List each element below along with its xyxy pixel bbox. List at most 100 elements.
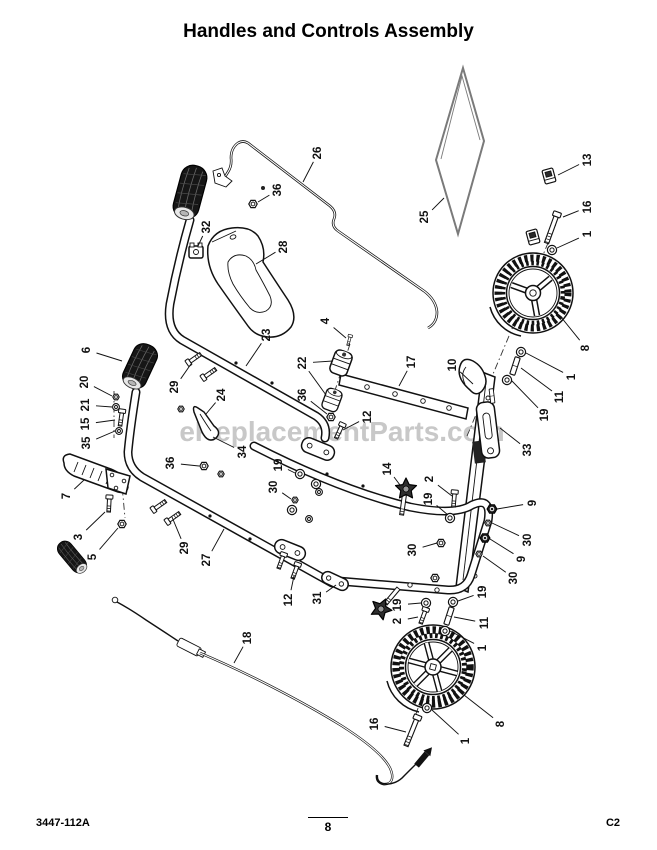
washer	[421, 702, 433, 714]
leader-line-36	[257, 194, 270, 203]
hex-nut	[484, 519, 492, 527]
locknut	[486, 504, 498, 514]
callout-32: 32	[201, 221, 213, 234]
leader-line-13	[557, 164, 580, 176]
handle-tubes	[123, 215, 494, 595]
callout-18: 18	[242, 631, 254, 644]
callout-29: 29	[179, 542, 191, 555]
leader-line-1	[556, 237, 580, 249]
hex-nut	[112, 393, 120, 401]
callout-1: 1	[477, 644, 489, 651]
callout-19: 19	[477, 586, 489, 599]
washer	[546, 244, 558, 256]
callout-1: 1	[460, 737, 472, 744]
leader-line-5	[99, 527, 119, 550]
callout-35: 35	[81, 436, 93, 449]
leader-line-1	[449, 630, 475, 644]
washer	[420, 597, 432, 609]
callout-9: 9	[527, 500, 539, 506]
leader-line-32	[197, 235, 204, 247]
hex-nut	[326, 412, 336, 422]
callout-2: 2	[424, 476, 436, 482]
leader-line-26	[302, 161, 314, 183]
lever-bracket	[105, 467, 131, 495]
cable-bracket	[212, 167, 233, 188]
callout-24: 24	[216, 388, 228, 401]
callout-30: 30	[508, 572, 520, 585]
washer	[286, 504, 298, 516]
leader-line-15	[95, 419, 116, 424]
washer	[444, 512, 456, 524]
control-panel	[206, 226, 295, 338]
page-number: 8	[308, 817, 348, 834]
callout-30: 30	[268, 481, 280, 494]
callout-10: 10	[447, 359, 459, 372]
leader-line-16	[384, 726, 407, 733]
spacer	[443, 606, 455, 626]
callout-36: 36	[272, 184, 284, 197]
deflector-panel	[434, 64, 486, 238]
leader-line-30	[422, 542, 438, 548]
hex-nut	[248, 199, 258, 209]
leader-line-22	[312, 360, 334, 363]
leader-line-23	[245, 343, 262, 367]
leader-line-10	[459, 371, 474, 385]
bolt	[104, 494, 114, 513]
roller-upper	[329, 349, 353, 377]
attach-plate-lower	[273, 538, 307, 562]
leader-line-30	[281, 492, 292, 500]
washer	[294, 468, 306, 480]
callout-21: 21	[80, 398, 92, 411]
callout-30: 30	[522, 534, 534, 547]
axle-bolt-upper	[542, 210, 563, 245]
spacer	[509, 356, 521, 376]
callout-30: 30	[407, 544, 419, 557]
callout-26: 26	[312, 147, 324, 160]
clip	[541, 167, 557, 185]
callout-3: 3	[73, 534, 85, 540]
throttle-lever	[62, 453, 131, 495]
locknut	[479, 533, 491, 543]
callout-22: 22	[297, 357, 309, 370]
cable-clamp	[188, 242, 204, 259]
washer	[439, 625, 451, 637]
callout-19: 19	[392, 599, 404, 612]
callout-7: 7	[61, 493, 73, 499]
leader-line-36	[310, 400, 328, 415]
callout-33: 33	[522, 444, 534, 457]
callout-34: 34	[237, 445, 249, 458]
leader-line-30	[491, 522, 520, 537]
leader-line-12	[290, 575, 295, 591]
leader-line-22	[308, 370, 327, 396]
leader-line-9	[496, 504, 524, 510]
hex-nut	[199, 461, 209, 471]
callout-17: 17	[406, 356, 418, 369]
handle-grip-small	[53, 537, 91, 577]
callout-1: 1	[566, 373, 578, 380]
bolt	[416, 605, 431, 626]
attach-plate-upper	[300, 437, 336, 461]
leader-line-19	[287, 469, 296, 474]
callout-19: 19	[539, 409, 551, 422]
callout-13: 13	[582, 154, 594, 167]
callout-6: 6	[81, 347, 93, 353]
callout-8: 8	[495, 720, 507, 727]
leader-line-20	[93, 386, 113, 397]
doc-number: 3447-112A	[36, 817, 90, 829]
leader-line-19	[457, 594, 474, 602]
callout-31: 31	[312, 591, 324, 604]
leader-line-29	[180, 363, 192, 380]
callout-36: 36	[297, 389, 309, 402]
bolt	[449, 489, 459, 508]
leader-line-2	[407, 616, 419, 620]
leader-line-31	[325, 584, 337, 593]
leader-line-6	[96, 352, 123, 362]
hex-nut	[117, 519, 127, 529]
callout-11: 11	[479, 616, 491, 629]
leader-line-16	[562, 210, 579, 218]
carriage-bolt	[184, 350, 204, 368]
callout-23: 23	[261, 329, 273, 342]
handle-grip-top	[169, 161, 211, 224]
washer	[515, 346, 527, 358]
